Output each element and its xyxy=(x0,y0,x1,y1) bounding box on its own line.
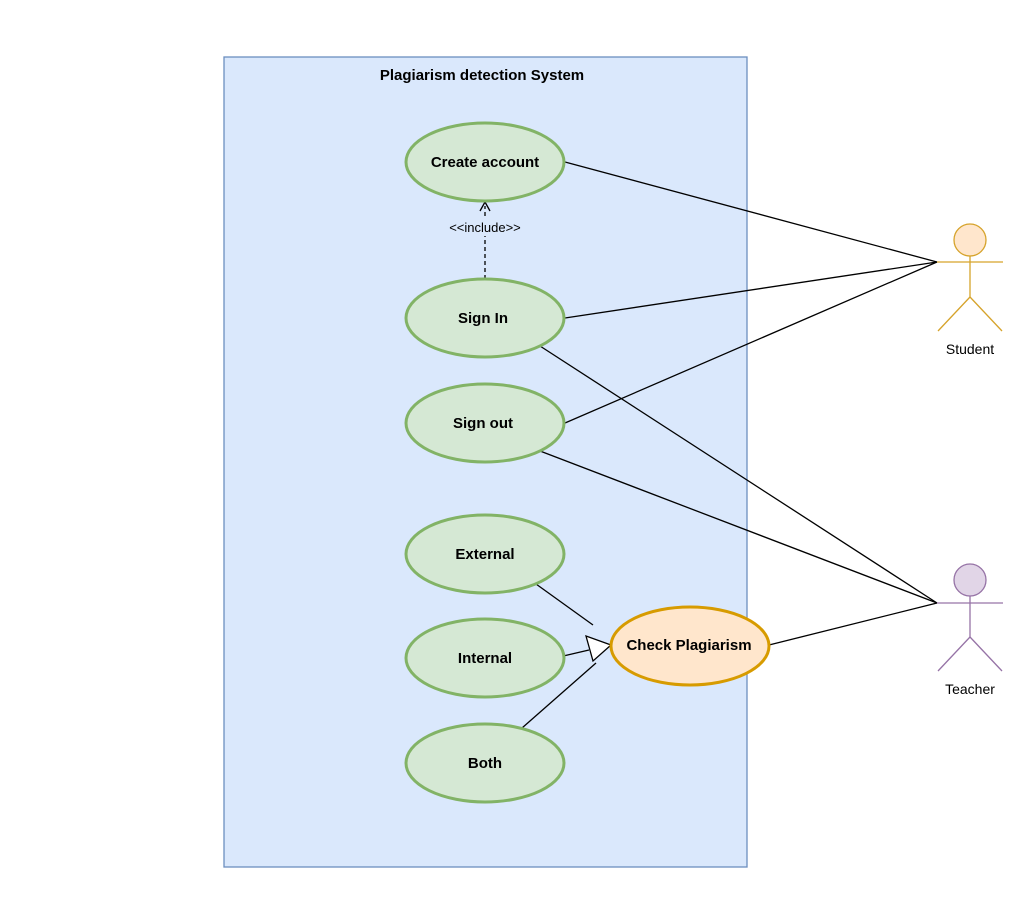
use-case-sign-in[interactable]: Sign In xyxy=(404,277,566,359)
assoc-sign-out-teacher[interactable] xyxy=(539,450,938,604)
assoc-check-plagiarism-teacher[interactable] xyxy=(768,602,938,646)
assoc-create-account-student[interactable] xyxy=(564,161,938,263)
use-case-both-label: Both xyxy=(468,755,502,772)
assoc-sign-out-student[interactable] xyxy=(564,261,938,424)
student-figure-icon xyxy=(937,223,1003,332)
use-case-both[interactable]: Both xyxy=(404,722,566,804)
use-case-external[interactable]: External xyxy=(404,513,566,595)
generalization-both[interactable] xyxy=(521,662,597,729)
actor-student[interactable]: Student xyxy=(937,223,1003,357)
include-label-bg xyxy=(446,219,524,236)
include-label: <<include>> xyxy=(449,220,521,235)
actor-teacher-label: Teacher xyxy=(945,681,995,697)
assoc-sign-in-student[interactable] xyxy=(564,261,938,319)
assoc-sign-in-teacher[interactable] xyxy=(539,345,938,604)
generalization-external[interactable] xyxy=(535,583,594,626)
use-case-create-account[interactable]: Create account xyxy=(404,121,566,203)
use-case-sign-out-label: Sign out xyxy=(453,415,513,432)
use-case-create-account-label: Create account xyxy=(431,154,539,171)
system-title: Plagiarism detection System xyxy=(380,67,584,84)
use-case-external-label: External xyxy=(455,546,514,563)
teacher-figure-icon xyxy=(937,563,1003,672)
generalization-arrowhead-icon xyxy=(585,634,613,663)
use-case-internal[interactable]: Internal xyxy=(404,617,566,699)
use-case-sign-out[interactable]: Sign out xyxy=(404,382,566,464)
use-case-check-plagiarism[interactable]: Check Plagiarism xyxy=(609,605,771,687)
use-case-internal-label: Internal xyxy=(458,650,512,667)
use-case-check-plagiarism-label: Check Plagiarism xyxy=(626,637,751,654)
actor-teacher[interactable]: Teacher xyxy=(937,563,1003,697)
actor-student-label: Student xyxy=(946,341,994,357)
use-case-sign-in-label: Sign In xyxy=(458,310,508,327)
